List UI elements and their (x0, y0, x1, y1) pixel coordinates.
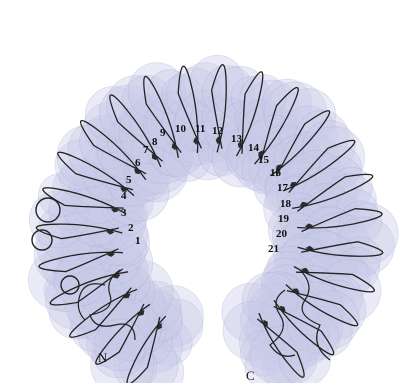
repeat-label-14: 14 (248, 142, 260, 154)
repeat-label-21: 21 (268, 243, 279, 255)
repeat-label-15: 15 (258, 154, 270, 166)
repeat-label-17: 17 (277, 182, 289, 194)
repeat-label-6: 6 (135, 157, 141, 169)
repeat-label-7: 7 (143, 144, 149, 156)
repeat-label-8: 8 (152, 136, 158, 148)
repeat-label-10: 10 (175, 123, 187, 135)
repeat-label-2: 2 (128, 222, 134, 234)
n-terminus-label: N (98, 350, 108, 365)
repeat-label-9: 9 (160, 127, 166, 139)
repeat-label-12: 12 (212, 125, 224, 137)
repeat-label-11: 11 (195, 123, 205, 135)
repeat-label-1: 1 (135, 235, 141, 247)
repeat-label-18: 18 (280, 198, 292, 210)
repeat-label-16: 16 (270, 167, 282, 179)
repeat-label-13: 13 (231, 133, 243, 145)
repeat-label-4: 4 (121, 190, 127, 202)
repeat-label-5: 5 (126, 174, 132, 186)
surface-blob (280, 335, 331, 383)
repeat-label-20: 20 (276, 228, 288, 240)
repeat-label-19: 19 (278, 213, 290, 225)
c-terminus-label: C (246, 368, 255, 383)
repeat-label-3: 3 (121, 207, 127, 219)
